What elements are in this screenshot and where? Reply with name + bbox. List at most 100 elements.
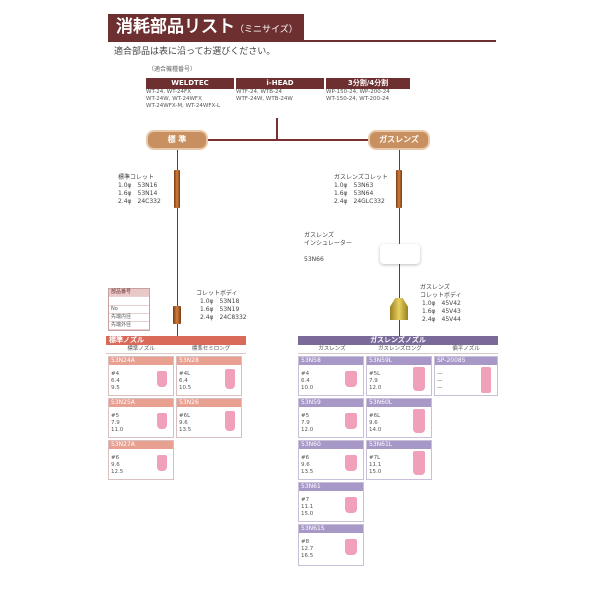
nozzle-image	[225, 369, 235, 389]
product-code: 53N59L	[367, 357, 431, 365]
standard-collet-row: 1.6φ 53N14	[118, 190, 158, 197]
connector-line	[177, 208, 178, 306]
product-code: 53N25A	[109, 399, 173, 407]
insulator-info: ガスレンズ インシュレーター 53N66	[304, 232, 352, 264]
product-box: 53N26 #6L 9.6 13.5	[176, 398, 242, 438]
model-item: WP-150-24, WP-200-24	[326, 89, 390, 95]
standard-collet-label: 標準コレット	[118, 174, 155, 181]
models-caption: （適合機種番号）	[148, 66, 197, 73]
product-detail: —	[437, 378, 443, 384]
model-item: WTF-24, WTB-24	[236, 89, 282, 95]
legend-row: No	[109, 306, 149, 314]
page-title: 消耗部品リスト（ミニサイズ）	[108, 14, 304, 40]
product-code: 53N27A	[109, 441, 173, 449]
gaslens-nozzle-col1: ガスレンズ	[298, 345, 366, 354]
gaslens-collet-body-row: 2.4φ 45V44	[422, 316, 461, 323]
product-detail: —	[437, 385, 443, 391]
collet-body-info: コレットボディ 1.0φ 53N18 1.6φ 53N19 2.4φ 24C83…	[196, 290, 247, 322]
gaslens-collet-body-info: ガスレンズ コレットボディ 1.0φ 45V42 1.6φ 45V43 2.4φ…	[420, 284, 462, 324]
nozzle-image	[157, 371, 167, 387]
product-detail: 9.6	[111, 462, 120, 468]
gaslens-collet-row: 1.0φ 53N63	[334, 182, 374, 189]
title-underline	[108, 40, 496, 42]
title-main: 消耗部品リスト	[116, 17, 235, 37]
collet-body-row: 1.0φ 53N18	[200, 298, 240, 305]
page-subtitle: 適合部品は表に沿ってお選びください。	[114, 47, 276, 57]
nozzle-image	[413, 367, 425, 391]
model-item: WT-24, WT-24FX	[146, 89, 191, 95]
connector-line	[399, 320, 400, 336]
product-detail: #7	[301, 497, 310, 503]
legend-row: 先端外径	[109, 322, 149, 330]
gaslens-collet-body-row: 1.0φ 45V42	[422, 300, 461, 307]
nozzle-image	[157, 413, 167, 429]
nozzle-image	[413, 409, 425, 433]
nozzle-image	[345, 497, 357, 513]
nozzle-image	[481, 367, 491, 393]
gaslens-collet-image	[396, 170, 402, 208]
product-detail: —	[437, 371, 443, 377]
nozzle-image	[225, 411, 235, 431]
nozzle-image	[345, 371, 357, 387]
gaslens-collet-info: ガスレンズコレット 1.0φ 53N63 1.6φ 53N64 2.4φ 24G…	[334, 174, 388, 206]
model-header: WELDTEC	[146, 78, 234, 89]
product-detail: 6.4	[301, 378, 310, 384]
standard-collet-info: 標準コレット 1.0φ 53N16 1.6φ 53N14 2.4φ 24C332	[118, 174, 161, 206]
product-detail: #6L	[179, 413, 191, 419]
insulator-image	[380, 244, 420, 264]
product-detail: 15.0	[369, 469, 382, 475]
product-detail: 16.5	[301, 553, 314, 559]
nozzle-image	[345, 539, 357, 555]
product-detail: 7.9	[301, 420, 310, 426]
standard-collet-row: 2.4φ 24C332	[118, 198, 161, 205]
product-detail: #4L	[179, 371, 191, 377]
product-box: 53N59 #5 7.9 12.0	[298, 398, 364, 438]
gaslens-nozzle-col3: 偏平ノズル	[434, 345, 498, 354]
product-detail: 13.5	[301, 469, 314, 475]
product-code: SP-20085	[435, 357, 497, 365]
product-code: 53N60	[299, 441, 363, 449]
product-box: 53N25A #5 7.9 11.0	[108, 398, 174, 438]
product-detail: 9.6	[301, 462, 310, 468]
product-code: 53N28	[177, 357, 241, 365]
connector-line	[399, 264, 400, 298]
legend-row: 先端内径	[109, 314, 149, 322]
product-detail: 6.4	[111, 378, 120, 384]
product-detail: 14.0	[369, 427, 382, 433]
product-code: 53N61	[299, 483, 363, 491]
product-code: 53N24A	[109, 357, 173, 365]
product-detail: #4	[301, 371, 310, 377]
product-detail: 10.0	[301, 385, 314, 391]
connector-line	[399, 150, 400, 170]
standard-nozzle-section: 標準ノズル 標準ノズル 標準セミロング	[106, 336, 246, 354]
product-box: 53N60 #6 9.6 13.5	[298, 440, 364, 480]
nozzle-image	[157, 455, 167, 471]
product-detail: #5	[301, 413, 310, 419]
legend-spacer	[109, 297, 149, 306]
connector-line	[276, 118, 278, 140]
model-item: WT-24WFX-M, WT-24WFX-L	[146, 103, 221, 109]
branch-standard: 標 準	[146, 130, 208, 150]
product-box: 53N59L #5L 7.9 12.0	[366, 356, 432, 396]
product-detail: #4	[111, 371, 120, 377]
product-detail: #6	[301, 455, 310, 461]
product-code: 53N61L	[367, 441, 431, 449]
product-detail: 9.6	[179, 420, 188, 426]
product-detail: #6L	[369, 413, 381, 419]
collet-body-image	[173, 306, 181, 324]
gaslens-nozzle-col2: ガスレンズロング	[366, 345, 434, 354]
product-box: 53N28 #4L 6.4 10.5	[176, 356, 242, 396]
product-code: 53N61S	[299, 525, 363, 533]
product-detail: 9.6	[369, 420, 378, 426]
product-detail: 10.5	[179, 385, 192, 391]
product-detail: 15.0	[301, 511, 314, 517]
product-detail: 11.1	[301, 504, 314, 510]
collet-body-row: 1.6φ 53N19	[200, 306, 240, 313]
connector-line	[177, 324, 178, 336]
standard-collet-image	[174, 170, 180, 208]
product-box: 53N61 #7 11.1 15.0	[298, 482, 364, 522]
standard-nozzle-col2: 標準セミロング	[176, 345, 246, 354]
model-item: WTF-24W, WTB-24W	[236, 96, 293, 102]
legend-title: 部品番号	[109, 289, 149, 297]
product-detail: 6.4	[179, 378, 188, 384]
